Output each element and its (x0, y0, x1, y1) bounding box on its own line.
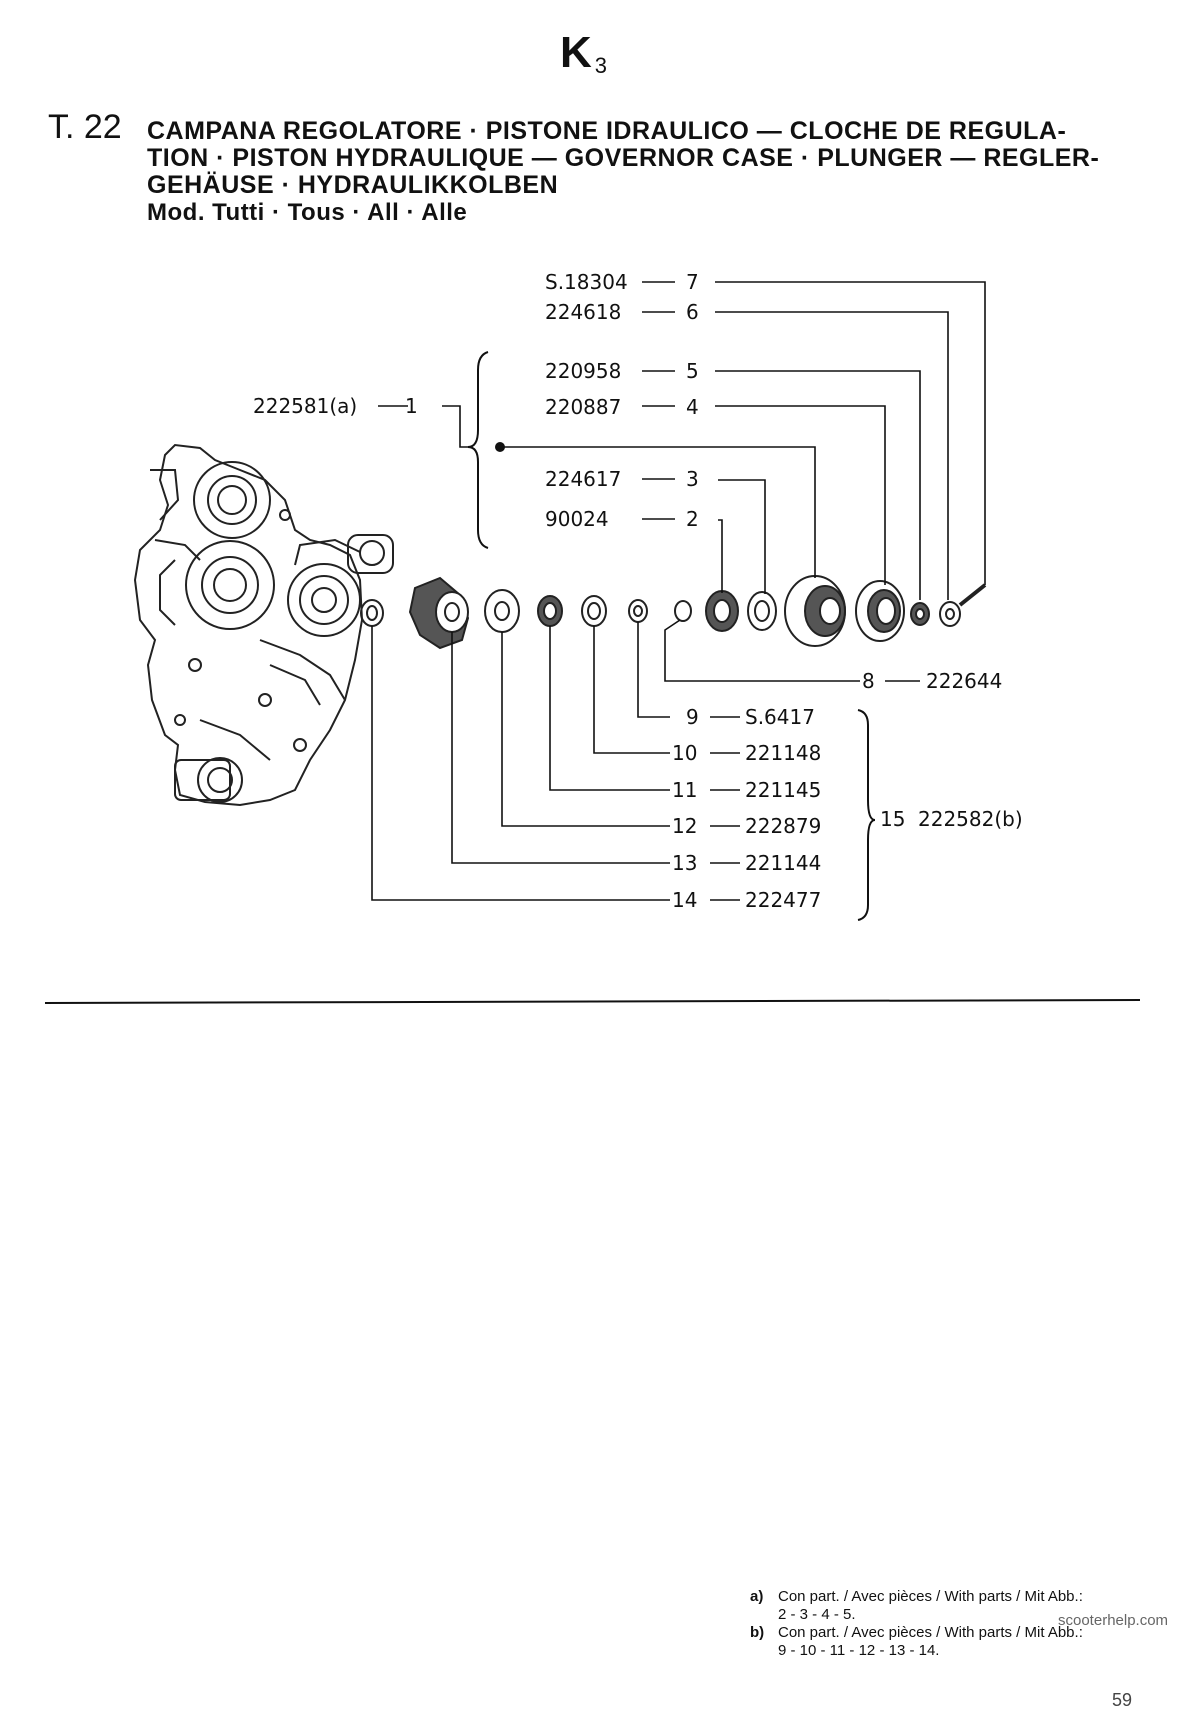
exploded-parts-diagram: S.18304 7 224618 6 220958 5 220887 4 224… (44, 270, 1141, 1004)
part-num-12: 12 (672, 814, 697, 838)
part-code-12: 222879 (745, 814, 821, 838)
part-code-5: 220958 (545, 359, 621, 383)
part-code-13: 221144 (745, 851, 821, 875)
part-num-6: 6 (686, 300, 699, 324)
footnote-a-letter: a) (750, 1588, 764, 1605)
part-code-1: 222581(a) (253, 394, 357, 418)
footnote-b: b) Con part. / Avec pièces / With parts … (750, 1624, 1170, 1642)
part-num-2: 2 (686, 507, 699, 531)
watermark-text: scooterhelp.com (1058, 1612, 1169, 1629)
part-num-13: 13 (672, 851, 697, 875)
footnote-b-parts: 9 - 10 - 11 - 12 - 13 - 14. (778, 1642, 940, 1659)
title-line-1: CAMPANA REGOLATORE · PISTONE IDRAULICO —… (147, 117, 1067, 145)
footnote-b-letter: b) (750, 1624, 765, 1641)
footnote-a: a) Con part. / Avec pièces / With parts … (750, 1588, 1170, 1606)
part-num-9: 9 (686, 705, 699, 729)
section-sub: 3 (594, 53, 609, 78)
exploded-parts (360, 575, 987, 650)
part-num-7: 7 (686, 270, 699, 294)
page-number: 59 (1112, 1690, 1133, 1710)
part-num-11: 11 (672, 778, 697, 802)
footnote-a-text: Con part. / Avec pièces / With parts / M… (778, 1588, 1083, 1605)
section-code: K3 (560, 28, 609, 78)
part-num-14: 14 (672, 888, 697, 912)
crankcase-drawing (133, 443, 394, 807)
part-code-4: 220887 (545, 395, 621, 419)
part-num-8: 8 (862, 669, 875, 693)
leader-lines (371, 281, 986, 901)
part-num-15: 15 (880, 807, 905, 831)
section-divider (44, 999, 1141, 1004)
title-line-3: GEHÄUSE · HYDRAULIKKOLBEN (147, 171, 559, 199)
part-code-11: 221145 (745, 778, 821, 802)
part-code-8: 222644 (926, 669, 1002, 693)
part-code-9: S.6417 (745, 705, 815, 729)
title-line-2: TION · PISTON HYDRAULIQUE — GOVERNOR CAS… (147, 144, 1100, 172)
part-num-10: 10 (672, 741, 697, 765)
part-num-4: 4 (686, 395, 699, 419)
brace-dot (495, 442, 505, 452)
part-code-3: 224617 (545, 467, 621, 491)
part-num-1: 1 (405, 394, 418, 418)
models-line: Mod. Tutti · Tous · All · Alle (147, 199, 468, 226)
braces (467, 351, 876, 921)
part-code-7: S.18304 (545, 270, 628, 294)
part-num-5: 5 (686, 359, 699, 383)
footnotes: a) Con part. / Avec pièces / With parts … (750, 1588, 1170, 1660)
part-code-10: 221148 (745, 741, 821, 765)
table-number: T. 22 (48, 108, 122, 146)
footnote-b-text: Con part. / Avec pièces / With parts / M… (778, 1624, 1083, 1641)
part-num-3: 3 (686, 467, 699, 491)
part-code-6: 224618 (545, 300, 621, 324)
part-code-15: 222582(b) (918, 807, 1023, 831)
part-labels: S.18304 7 224618 6 220958 5 220887 4 224… (253, 270, 1023, 912)
title-block: CAMPANA REGOLATORE · PISTONE IDRAULICO —… (147, 117, 1147, 227)
part-code-14: 222477 (745, 888, 821, 912)
part-code-2: 90024 (545, 507, 609, 531)
footnote-a-parts: 2 - 3 - 4 - 5. (778, 1606, 856, 1623)
